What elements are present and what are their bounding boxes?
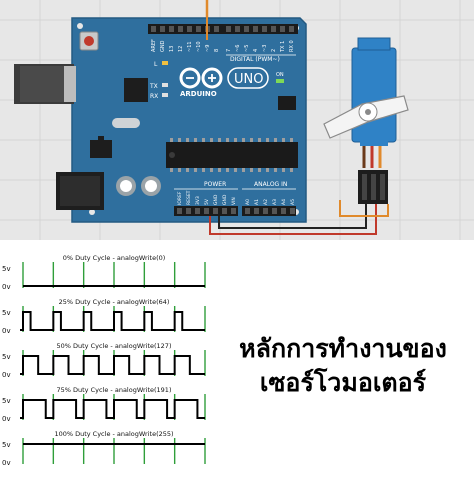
low-voltage-label: 0v — [2, 415, 11, 423]
pin-label: RESET — [186, 190, 192, 205]
title-line-1: หลักการทำงานของ — [239, 334, 447, 363]
digital-pin-labels: AREF GND 13 12 ~11 ~10 ~9 8 7 ~6 ~5 4 ~3… — [151, 39, 295, 53]
pin-label: 4 — [253, 49, 259, 52]
on-led — [276, 79, 284, 83]
low-voltage-label: 0v — [2, 459, 11, 467]
pwm-waveform — [20, 399, 205, 419]
l-led-label: L — [154, 61, 158, 68]
crystal — [112, 118, 140, 128]
microcontroller — [166, 142, 298, 168]
pin-label: IOREF — [177, 191, 183, 205]
icsp-header — [278, 96, 296, 110]
pin-label: GND — [213, 194, 219, 205]
high-voltage-label: 5v — [2, 397, 11, 405]
analog-label: ANALOG IN — [254, 181, 287, 188]
arduino-logo-icon — [179, 67, 223, 89]
circuit-illustration: AREF GND 13 12 ~11 ~10 ~9 8 7 ~6 ~5 4 ~3… — [0, 0, 474, 240]
pwm-waveform — [20, 355, 205, 375]
power-label: POWER — [204, 181, 226, 188]
pin-label: ~11 — [187, 41, 193, 52]
pin-label: VIN — [231, 197, 237, 205]
pwm-caption: 100% Duty Cycle - analogWrite(255) — [54, 430, 173, 438]
l-led — [162, 61, 168, 65]
title-block: หลักการทำงานของ เซอร์โวมอเตอร์ — [212, 332, 474, 400]
pin-label: 5V — [204, 198, 210, 205]
high-voltage-label: 5v — [2, 441, 11, 449]
high-voltage-label: 5v — [2, 265, 11, 273]
pin-label: GND — [160, 40, 166, 52]
pin-label: ~3 — [262, 45, 268, 52]
pin-label: 2 — [271, 49, 277, 52]
pin-label: A0 — [245, 199, 251, 205]
pin-label: A4 — [281, 199, 287, 205]
power-pin-labels: IOREF RESET 3V3 5V GND GND VIN — [177, 190, 237, 205]
pin-label: ~10 — [196, 41, 202, 52]
pwm-caption: 75% Duty Cycle - analogWrite(191) — [57, 386, 172, 394]
on-label: ON — [276, 72, 284, 78]
usb-chip — [124, 78, 148, 102]
pwm-waveform-svg: 0% Duty Cycle - analogWrite(0) 5v 0v 25% Du… — [2, 254, 206, 467]
pin-label: ~9 — [205, 45, 211, 52]
low-voltage-label: 0v — [2, 371, 11, 379]
pin-label: A5 — [290, 199, 296, 205]
pin-label: A2 — [263, 199, 269, 205]
pin-label: ~5 — [244, 45, 250, 52]
model-label: UNO — [234, 72, 263, 87]
tx-label: TX — [149, 83, 158, 90]
pwm-caption: 50% Duty Cycle - analogWrite(127) — [57, 342, 172, 350]
high-voltage-label: 5v — [2, 353, 11, 361]
analog-header — [242, 206, 296, 216]
pwm-caption: 25% Duty Cycle - analogWrite(64) — [59, 298, 170, 306]
title-line-2: เซอร์โวมอเตอร์ — [259, 368, 427, 397]
circuit-svg: AREF GND 13 12 ~11 ~10 ~9 8 7 ~6 ~5 4 ~3… — [0, 0, 474, 240]
digital-header — [148, 24, 298, 34]
pin-label: A1 — [254, 199, 260, 205]
pin-label: 12 — [178, 46, 184, 52]
pin-label: 13 — [169, 46, 175, 52]
pin-label: A3 — [272, 199, 278, 205]
regulator — [90, 140, 112, 158]
reset-button-cap — [84, 36, 94, 46]
arduino-board: AREF GND 13 12 ~11 ~10 ~9 8 7 ~6 ~5 4 ~3… — [14, 17, 307, 223]
pwm-waveform — [20, 311, 205, 331]
servo-motor — [323, 37, 409, 204]
pin-label: RX 0 — [289, 40, 295, 52]
pwm-caption: 0% Duty Cycle - analogWrite(0) — [63, 254, 166, 262]
high-voltage-label: 5v — [2, 309, 11, 317]
pwm-waveform-panel: 0% Duty Cycle - analogWrite(0) 5v 0v 25% Du… — [0, 250, 215, 474]
pin-label: 3V3 — [195, 196, 201, 205]
mounting-hole — [89, 209, 95, 215]
low-voltage-label: 0v — [2, 283, 11, 291]
pin-label: ~6 — [235, 45, 241, 52]
pin-label: 8 — [214, 49, 220, 52]
brand-label: ARDUINO — [180, 90, 217, 98]
pin-label: 7 — [226, 49, 232, 52]
low-voltage-label: 0v — [2, 327, 11, 335]
signal-wire-servo — [206, 10, 389, 217]
analog-pin-labels: A0 A1 A2 A3 A4 A5 — [245, 199, 296, 205]
pin-label: GND — [222, 194, 228, 205]
power-wire — [209, 204, 377, 235]
rx-label: RX — [150, 93, 158, 100]
pin-label: TX 1 — [280, 41, 286, 53]
digital-label: DIGITAL (PWM~) — [230, 56, 280, 63]
pin-label: AREF — [151, 39, 157, 52]
mounting-hole — [77, 23, 83, 29]
